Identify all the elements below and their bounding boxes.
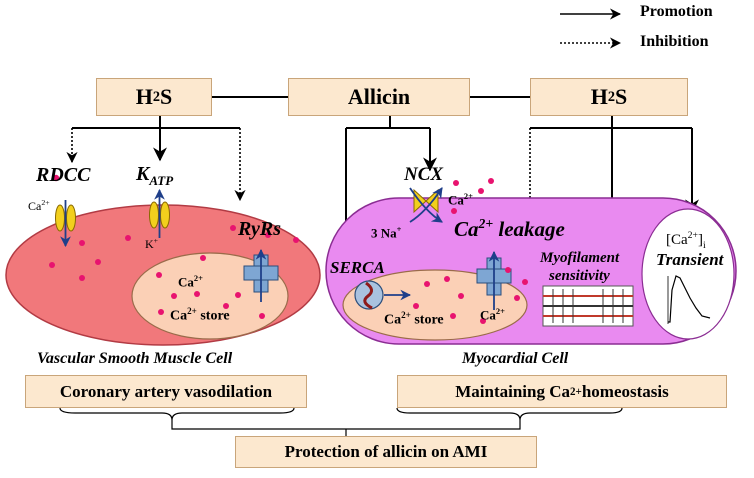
- allicin-node: Allicin: [288, 78, 470, 116]
- myocardial-cell: [325, 178, 737, 345]
- transient-label: Transient: [656, 250, 724, 269]
- outcome-protection: Protection of allicin on AMI: [235, 436, 537, 468]
- vsmc-store-ca-sup: 2+: [193, 273, 203, 283]
- transient-ca-sup: 2+: [687, 230, 699, 241]
- transient-ca-mid: ]: [698, 232, 704, 248]
- serca-label: SERCA: [330, 258, 385, 277]
- ncx-ca-main: Ca: [448, 192, 464, 208]
- h2s-left-sub: 2: [152, 88, 161, 105]
- transient-panel: [641, 208, 735, 340]
- ncx-ca-sup: 2+: [463, 191, 473, 201]
- h2s-right-text: H: [590, 84, 608, 109]
- vsmc-calcium-dots: [49, 174, 299, 319]
- k-out-label: K+: [145, 236, 158, 252]
- myo-store-label: Ca2+ store: [384, 310, 444, 329]
- myo-store-main: Ca: [384, 312, 402, 328]
- outcome-vasodilation: Coronary artery vasodilation: [25, 375, 307, 408]
- h2s-right-tail: S: [615, 84, 628, 109]
- ryrs-label: RyRs: [238, 218, 281, 240]
- myo-ryr-receptor: [476, 250, 512, 310]
- ncx-label: NCX: [404, 164, 444, 185]
- vsmc-store-ca-main: Ca: [178, 274, 194, 290]
- vsmc-store-ca-label: Ca2+: [178, 273, 203, 290]
- transient-trace: [667, 275, 711, 324]
- k-out-main: K: [145, 237, 154, 251]
- allicin-label: Allicin: [347, 84, 411, 109]
- na-label: 3 Na+: [371, 224, 401, 241]
- myo-store-ca-sup: 2+: [495, 306, 505, 316]
- katp-main: K: [136, 163, 150, 185]
- rdcc-channel: [55, 200, 76, 248]
- transient-ca-sub: i: [703, 240, 706, 251]
- vsmc-ca-in-sup: 2+: [41, 198, 50, 207]
- myo-store-ca-label: Ca2+: [480, 306, 505, 323]
- myofilament-icon: [542, 285, 634, 327]
- legend-inhibition-label: Inhibition: [640, 33, 709, 50]
- k-out-sup: +: [153, 236, 159, 245]
- leakage-main: Ca: [454, 217, 479, 241]
- vsmc-cell-name: Vascular Smooth Muscle Cell: [37, 350, 233, 367]
- sensitivity-label: sensitivity: [549, 268, 610, 284]
- outcome-protection-text: Protection of allicin on AMI: [284, 442, 488, 461]
- katp-sub: ATP: [149, 173, 174, 188]
- h2s-left-tail: S: [160, 84, 173, 109]
- myo-store-ca-main: Ca: [480, 307, 496, 323]
- leakage-label: Ca2+ leakage: [454, 216, 565, 242]
- leakage-tail: leakage: [493, 217, 565, 241]
- rdcc-label: RDCC: [36, 164, 91, 186]
- left-branches: [66, 115, 246, 202]
- vsmc-store-sup: 2+: [187, 306, 197, 316]
- vsmc-ca-in-main: Ca: [28, 199, 42, 213]
- h2s-left-text: H: [135, 84, 153, 109]
- vsmc-store-main: Ca: [170, 308, 188, 324]
- ncx-ca-label: Ca2+: [448, 191, 473, 208]
- vsmc-store-tail: store: [196, 308, 230, 324]
- h2s-right-sub: 2: [607, 88, 616, 105]
- vsmc-store-label: Ca2+ store: [170, 306, 230, 325]
- myo-store-sup: 2+: [401, 310, 411, 320]
- katp-channel: [149, 188, 170, 238]
- outcome-homeostasis-sup: 2+: [570, 385, 582, 398]
- outcome-connectors: [59, 407, 623, 436]
- outcome-vasodilation-text: Coronary artery vasodilation: [59, 381, 273, 401]
- myo-calcium-dots: [413, 178, 528, 324]
- legend-promotion-label: Promotion: [640, 3, 713, 20]
- katp-label: KATP: [136, 163, 173, 189]
- leakage-sup: 2+: [478, 216, 494, 231]
- transient-ca-label: [Ca2+]i: [666, 230, 706, 251]
- transient-ca-main: [Ca: [666, 232, 688, 248]
- ryr-receptor: [243, 248, 279, 302]
- myo-store-tail: store: [410, 312, 444, 328]
- myofilament-label: Myofilament: [540, 250, 620, 266]
- na-main: 3 Na: [371, 225, 397, 241]
- ncx-exchanger: [409, 187, 443, 223]
- legend: [560, 8, 622, 49]
- vsmc-cell: [5, 174, 321, 346]
- na-sup: +: [396, 224, 402, 234]
- myo-cell-name: Myocardial Cell: [462, 350, 569, 367]
- outcome-homeostasis-main: Maintaining Ca: [455, 381, 571, 401]
- outcome-homeostasis-tail: homeostasis: [581, 381, 669, 401]
- serca-pump: [354, 280, 412, 310]
- vsmc-ca-in-label: Ca2+: [28, 198, 50, 214]
